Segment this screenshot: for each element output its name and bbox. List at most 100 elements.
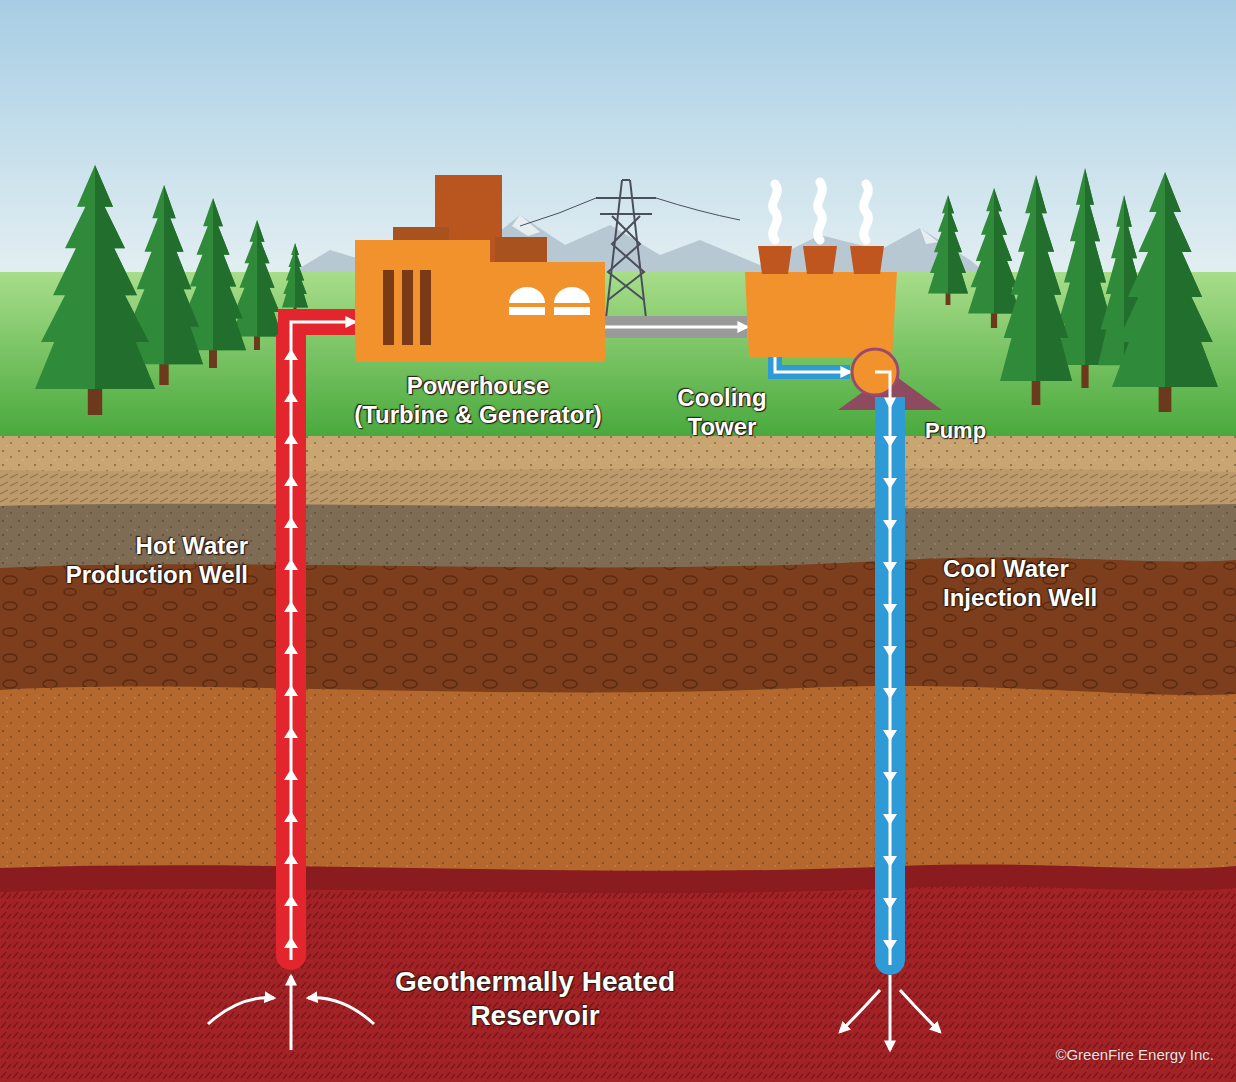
well-label: Hot Water Production Well	[66, 532, 248, 590]
production-well-art	[284, 517, 298, 528]
pine-trees	[35, 165, 155, 415]
flow-line	[775, 357, 850, 372]
pipe-body	[775, 357, 850, 372]
soil-layers	[0, 864, 1236, 1082]
injection-well-art	[883, 730, 897, 741]
cooling-tower-art	[758, 246, 792, 274]
production-well-art	[276, 335, 306, 970]
production-well-art	[284, 643, 298, 654]
pine-trees	[35, 165, 1218, 415]
flow-arrows	[900, 990, 940, 1032]
pipe-body	[291, 322, 355, 335]
steam-plumes	[773, 182, 869, 240]
pine-trees	[282, 243, 308, 315]
flow-line	[290, 976, 293, 1050]
cooling-tower-art	[745, 240, 897, 357]
injection-well-art	[883, 814, 897, 825]
powerhouse-building-art	[554, 307, 590, 315]
pipe-body	[875, 397, 905, 407]
soil-layers	[0, 886, 1236, 1082]
injection-well-art	[883, 646, 897, 657]
production-well-art	[284, 811, 298, 822]
transmission-tower	[596, 180, 656, 318]
soil-layers	[0, 504, 1236, 1082]
production-well-art	[284, 727, 298, 738]
flow-line	[889, 975, 892, 1050]
injection-well-art	[883, 898, 897, 909]
transmission-tower	[608, 216, 644, 300]
production-well-art	[284, 391, 298, 402]
pine-trees	[968, 188, 1020, 328]
powerhouse-building-art	[383, 270, 394, 345]
soil-layers	[0, 557, 1236, 1082]
soil-layers	[0, 436, 1236, 1082]
soil-layers	[0, 886, 1236, 1082]
cooling-tower-art	[850, 246, 884, 274]
soil-layers	[0, 686, 1236, 1082]
powerhouse-building-art	[355, 175, 605, 362]
cooling-tower-art	[803, 246, 837, 274]
injection-well-art	[883, 772, 897, 783]
pipe-connector	[890, 397, 891, 407]
powerhouse-building-art	[402, 270, 413, 345]
flow-arrows	[308, 998, 374, 1024]
soil-layers	[0, 557, 1236, 1082]
powerhouse-building-art	[420, 270, 431, 345]
soil-layers	[0, 468, 1236, 1082]
pump-symbol: Pump	[850, 347, 900, 397]
powerhouse-building-art	[509, 287, 545, 303]
sky	[0, 0, 1236, 300]
transmission-tower	[520, 198, 740, 226]
powerhouse-building-art	[554, 287, 590, 303]
powerhouse-building-art	[355, 240, 490, 362]
injection-well-art	[883, 604, 897, 615]
cooling-tower: Cooling Tower	[745, 240, 897, 357]
pine-trees	[1112, 172, 1218, 412]
pipe-connector	[605, 327, 747, 328]
injection-well-art	[883, 520, 897, 531]
production-well-art	[284, 769, 298, 780]
pump-symbol-art	[850, 347, 900, 397]
building-label: Cooling Tower	[677, 384, 766, 442]
production-well-art	[284, 601, 298, 612]
sky	[0, 0, 1236, 300]
steam-plumes	[864, 184, 869, 240]
production-well: Hot Water Production Well	[276, 335, 306, 970]
production-well-art	[284, 559, 298, 570]
soil-layers	[0, 468, 1236, 1082]
pine-trees	[232, 220, 282, 350]
pipe-connector	[775, 357, 850, 372]
pine-trees	[928, 195, 968, 305]
injection-well: Cool Water Injection Well	[875, 407, 905, 975]
part-label: Pump	[925, 418, 986, 444]
flow-line	[889, 397, 892, 407]
production-well-art	[284, 685, 298, 696]
soil-layers	[0, 504, 1236, 1082]
powerhouse-building-art	[495, 237, 547, 265]
flow-line	[605, 326, 747, 329]
steam-plumes	[818, 182, 823, 240]
region-label: Geothermally Heated Reservoir	[395, 965, 675, 1032]
flow-line	[291, 322, 355, 335]
injection-well-art	[883, 688, 897, 699]
pine-trees	[1000, 175, 1072, 405]
injection-well-art	[883, 856, 897, 867]
pump-symbol-art	[875, 372, 890, 397]
steam-plumes	[773, 184, 778, 240]
pipe-connector	[291, 322, 355, 335]
production-well-art	[284, 853, 298, 864]
credit-holder: ©GreenFire Energy Inc.	[940, 1046, 1214, 1063]
soil-layers	[0, 436, 1236, 1082]
pipe-body	[605, 316, 747, 338]
production-well-art	[284, 937, 298, 948]
powerhouse-building: Powerhouse (Turbine & Generator)	[355, 175, 605, 362]
pipe-connector	[890, 975, 891, 1050]
flow-arrows	[840, 990, 880, 1032]
soil-layers	[0, 686, 1236, 1082]
injection-well-art	[883, 478, 897, 489]
production-well-art	[284, 349, 298, 360]
injection-well-art	[883, 940, 897, 951]
cooling-tower-art	[745, 272, 897, 357]
pipe-connector	[291, 976, 292, 1050]
injection-well-art	[883, 562, 897, 573]
